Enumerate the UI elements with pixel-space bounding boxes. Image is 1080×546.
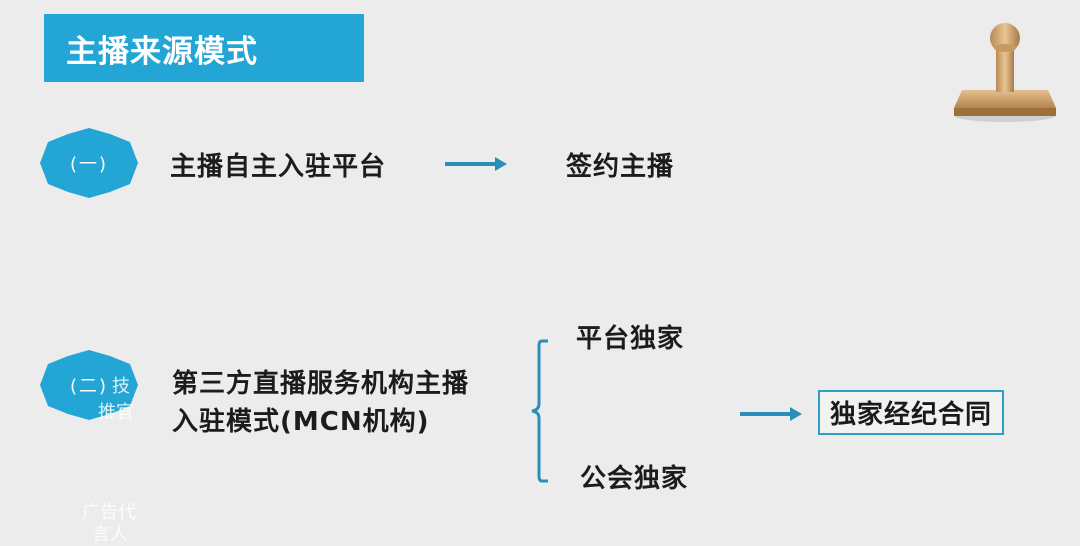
section-one-result: 签约主播: [566, 152, 675, 182]
section-two-source-line1: 第三方直播服务机构主播: [172, 369, 470, 399]
faded-text-fragment-1: 技: [112, 376, 130, 397]
page-title: 主播来源模式: [44, 14, 364, 82]
stamp-icon: [954, 23, 1056, 122]
faded-text-fragment-3: 广告代: [82, 502, 136, 523]
section-two-source-line2: 入驻模式(MCN机构): [172, 407, 430, 437]
section-one-number: (一): [69, 154, 109, 175]
section-one-source: 主播自主入驻平台: [170, 152, 387, 182]
left-brace-icon: [531, 339, 548, 483]
section-one-badge: (一): [40, 128, 138, 198]
branch-top-label: 平台独家: [576, 324, 685, 354]
faded-text-fragment-2: 推官: [98, 402, 134, 423]
right-arrow-icon-2: [740, 407, 802, 421]
section-two-badge: (二): [40, 350, 138, 420]
section-two-result-box: 独家经纪合同: [818, 390, 1005, 435]
section-two-number: (二): [69, 376, 109, 397]
branch-bottom-label: 公会独家: [580, 464, 689, 494]
faded-text-fragment-4: 言人: [92, 524, 128, 545]
right-arrow-icon: [445, 157, 507, 171]
